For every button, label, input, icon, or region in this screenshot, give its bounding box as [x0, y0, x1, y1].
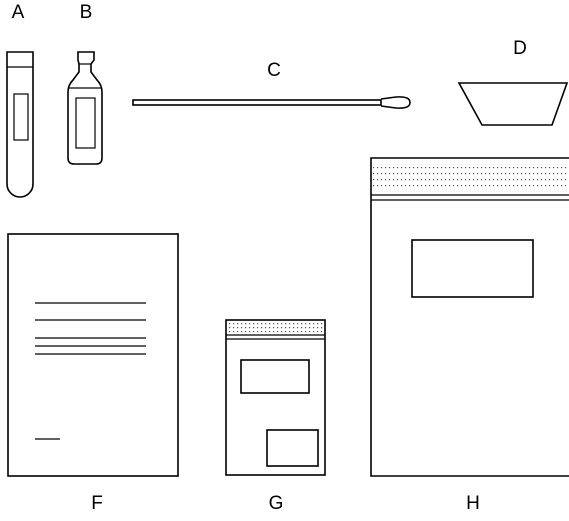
collection-cup-icon: [457, 82, 569, 126]
swab-icon: [132, 96, 411, 109]
label-c: C: [267, 60, 281, 81]
large-zip-bag-icon: [370, 157, 569, 477]
document-sheet-icon: [7, 233, 179, 477]
zip-perforation: [229, 323, 323, 333]
label-h: H: [466, 493, 480, 514]
label-f: F: [91, 493, 103, 514]
zip-perforation: [373, 167, 567, 187]
label-d: D: [513, 38, 527, 59]
small-zip-bag-icon: [225, 319, 326, 476]
ampoule-vial-icon: [67, 51, 103, 165]
label-g: G: [269, 493, 284, 514]
label-a: A: [12, 2, 25, 23]
test-tube-icon: [6, 51, 34, 198]
label-b: B: [80, 2, 93, 23]
